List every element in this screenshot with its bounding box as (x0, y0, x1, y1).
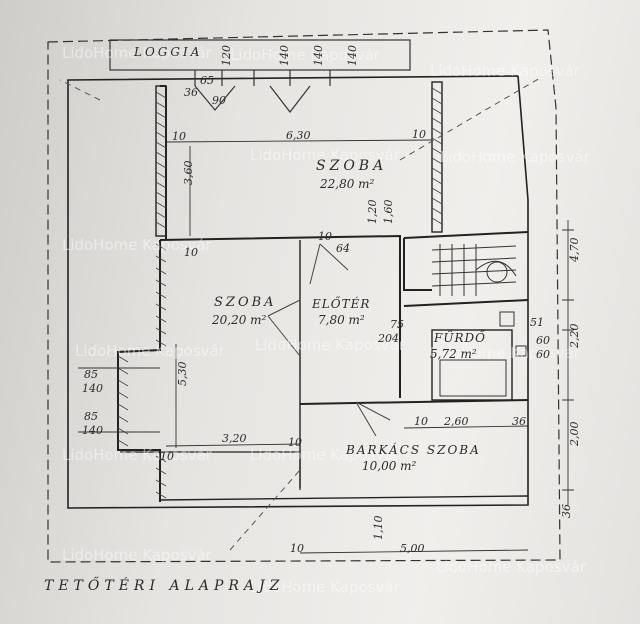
plan-title: TETŐTÉRI ALAPRAJZ (44, 576, 284, 594)
watermark: LidoHome Kaposvár (62, 44, 213, 62)
dimension-label: 64 (336, 242, 350, 255)
dimension-label: 2,20 (568, 324, 581, 350)
room-label-furdo: FÜRDŐ (433, 329, 486, 345)
dimension-label: 85 (84, 410, 98, 423)
staircase (431, 244, 517, 296)
roof-lines (59, 77, 541, 551)
dimension-label: 85 (84, 368, 98, 381)
room-area-furdo: 5,72 m² (430, 347, 477, 361)
dimension-label: 60 (536, 334, 550, 347)
dimension-label: 2,00 (568, 422, 581, 448)
dimension-label: 1,20 (366, 200, 379, 225)
dimension-label: 36 (184, 86, 198, 99)
dimension-labels: 6,30 3,60 5,30 3,20 2,60 5,00 2,20 2,00 … (82, 45, 581, 555)
dimension-label: 75 (390, 318, 404, 331)
dimension-label: 10 (172, 130, 186, 143)
room-area-eloter: 7,80 m² (318, 313, 365, 327)
watermark: LidoHome Kaposvár (430, 62, 581, 80)
room-label-szoba-left: SZOBA (214, 295, 277, 310)
dimension-label: 10 (412, 128, 426, 141)
dimension-label: 5,30 (176, 362, 189, 387)
room-area-szoba-left: 20,20 m² (211, 313, 267, 327)
dimension-label: 140 (82, 424, 103, 437)
watermark: LidoHome Kaposvár (250, 578, 401, 596)
dimension-label: 65 (200, 74, 214, 87)
dimension-label: 10 (318, 230, 332, 243)
dimension-label: 51 (530, 316, 544, 329)
room-label-loggia: LOGGIA (133, 45, 202, 59)
watermark: LidoHome Kaposvár (62, 546, 213, 564)
dimension-label: 140 (82, 382, 103, 395)
dimension-lines (78, 139, 574, 554)
dimension-label: 10 (160, 450, 174, 463)
room-label-szoba-top: SZOBA (316, 158, 387, 174)
dimension-label: 10 (290, 542, 304, 555)
dimension-label: 4,70 (568, 238, 581, 264)
dimension-label: 120 (220, 45, 233, 66)
room-labels: LOGGIA SZOBA 22,80 m² SZOBA 20,20 m² ELŐ… (133, 45, 486, 473)
dimension-label: 140 (278, 45, 291, 66)
dimension-label: 10 (288, 436, 302, 449)
dimension-label: 204 (377, 332, 399, 345)
dimension-label: 10 (184, 246, 198, 259)
dimension-label: 10 (414, 415, 428, 428)
watermark: LidoHome Kaposvár (250, 146, 401, 164)
dimension-label: 90 (212, 94, 226, 107)
watermark: LidoHome Kaposvár (436, 558, 587, 576)
room-area-barkacs: 10,00 m² (362, 459, 417, 473)
dimension-label: 2,60 (443, 415, 469, 428)
room-label-eloter: ELŐTÉR (311, 296, 370, 311)
dimension-label: 1,60 (382, 200, 395, 225)
outer-boundary (47, 29, 561, 563)
watermark: LidoHome Kaposvár (255, 336, 406, 354)
dimension-label: 5,00 (400, 542, 425, 555)
dimension-label: 36 (512, 415, 526, 428)
watermarks: LidoHome Kaposvár LidoHome Kaposvár Lido… (62, 44, 591, 596)
watermark: LidoHome Kaposvár (440, 148, 591, 166)
dimension-label: 1,10 (372, 516, 385, 541)
room-area-szoba-top: 22,80 m² (319, 177, 375, 191)
dimension-label: 36 (560, 504, 573, 518)
wall-hatching (117, 87, 443, 499)
dimension-label: 140 (346, 45, 359, 66)
bathroom-fixtures (439, 311, 527, 397)
dimension-label: 3,20 (222, 432, 247, 445)
room-label-barkacs: BARKÁCS SZOBA (345, 442, 481, 457)
watermark: LidoHome Kaposvár (62, 446, 213, 464)
watermark: LidoHome Kaposvár (250, 446, 401, 464)
door-swings (267, 243, 391, 437)
dimension-label: 3,60 (182, 161, 195, 186)
watermark: LidoHome Kaposvár (62, 236, 213, 254)
watermark: LidoHome Kaposvár (230, 46, 381, 64)
walls (67, 75, 529, 509)
dimension-label: 6,30 (286, 129, 311, 142)
dimension-label: 140 (312, 45, 325, 66)
watermark: LidoHome Kaposvár (430, 344, 581, 362)
watermark: LidoHome Kaposvár (75, 342, 226, 360)
loggia-railing (109, 39, 411, 113)
dimension-label: 60 (536, 348, 550, 361)
